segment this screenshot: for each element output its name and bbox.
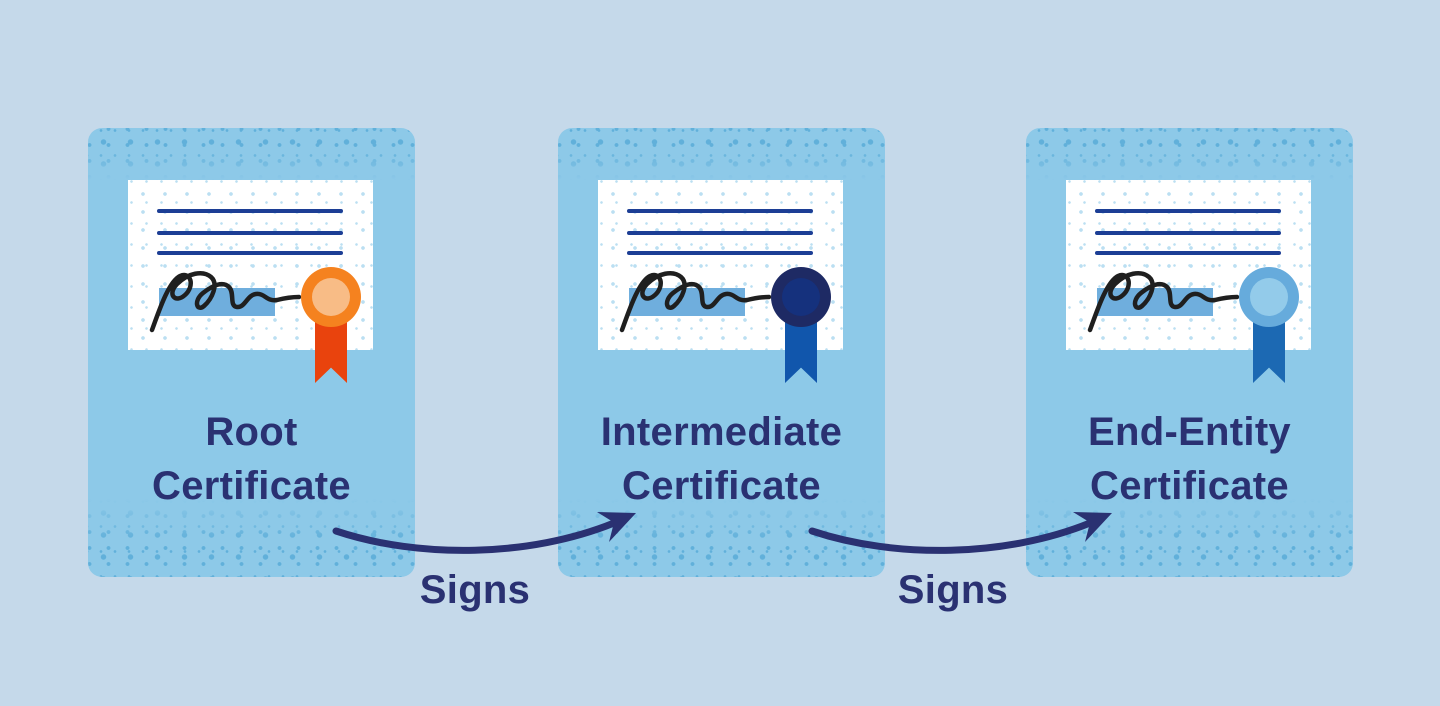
card-texture-top bbox=[558, 128, 885, 180]
signs-arrow bbox=[332, 512, 636, 554]
card-title: End-Entity Certificate bbox=[1026, 405, 1353, 513]
certificate-text-line bbox=[1095, 209, 1281, 213]
card-title-line1: Intermediate bbox=[600, 410, 843, 454]
card-title-line1: End-Entity bbox=[1088, 410, 1291, 454]
certificate-text-line bbox=[627, 251, 813, 255]
certificate-text-line bbox=[157, 231, 343, 235]
card-texture-top bbox=[88, 128, 415, 180]
certificate-text-line bbox=[157, 251, 343, 255]
signature-scribble-icon bbox=[1087, 270, 1240, 333]
signature-scribble-icon bbox=[149, 270, 302, 333]
certificate-text-line bbox=[1095, 251, 1281, 255]
card-title: Root Certificate bbox=[88, 405, 415, 513]
signs-label: Signs bbox=[419, 568, 531, 612]
card-title: Intermediate Certificate bbox=[558, 405, 885, 513]
certificate-text-line bbox=[627, 209, 813, 213]
signs-label: Signs bbox=[897, 568, 1009, 612]
certificate-text-line bbox=[1095, 231, 1281, 235]
award-seal-inner bbox=[312, 278, 350, 316]
signs-arrow bbox=[808, 512, 1112, 554]
card-title-line1: Root bbox=[205, 410, 298, 454]
certificate-text-line bbox=[627, 231, 813, 235]
award-seal-icon bbox=[771, 267, 831, 327]
award-seal-icon bbox=[1239, 267, 1299, 327]
card-texture-top bbox=[1026, 128, 1353, 180]
award-seal-icon bbox=[301, 267, 361, 327]
award-seal-inner bbox=[782, 278, 820, 316]
signature-scribble-icon bbox=[619, 270, 772, 333]
award-seal-inner bbox=[1250, 278, 1288, 316]
certificate-text-line bbox=[157, 209, 343, 213]
